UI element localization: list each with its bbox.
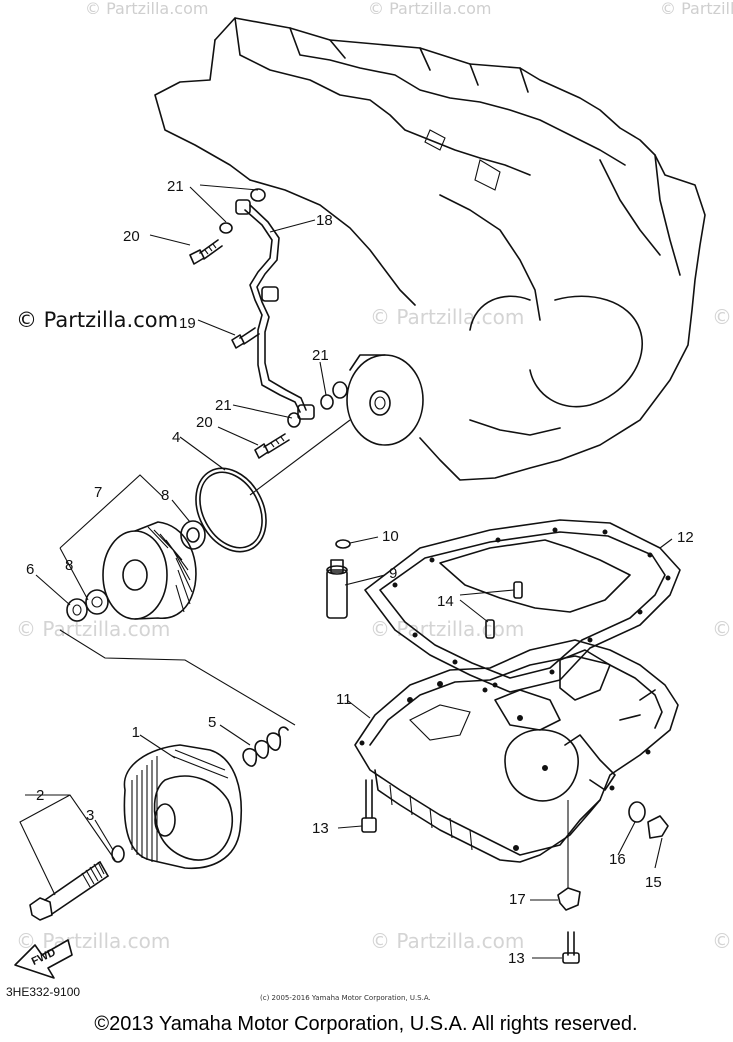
label-3: 3 xyxy=(86,807,94,824)
watermark-mid-5: © Partzilla.com xyxy=(712,617,733,641)
label-18: 18 xyxy=(316,212,333,229)
center-bolt-2 xyxy=(29,845,125,921)
oil-pipe-18 xyxy=(235,199,315,420)
label-6: 6 xyxy=(26,561,34,578)
pan-bolt-holes xyxy=(359,681,651,851)
pipe-9-and-oring-10 xyxy=(326,539,351,619)
watermark-mid-3: © Partzilla.com xyxy=(16,617,170,641)
gasket-bolt-holes xyxy=(392,527,671,688)
watermark-main: © Partzilla.com xyxy=(16,308,178,332)
o-ring-4 xyxy=(195,467,267,553)
label-14: 14 xyxy=(437,593,454,610)
engine-block xyxy=(154,17,706,481)
label-21a: 21 xyxy=(167,178,184,195)
label-10: 10 xyxy=(382,528,399,545)
label-9: 9 xyxy=(389,565,397,582)
leader-lines xyxy=(19,184,673,959)
washers-6-8 xyxy=(66,589,109,622)
washers-and-bolts xyxy=(189,188,348,459)
filter-cover-1 xyxy=(123,744,243,870)
label-13a: 13 xyxy=(312,820,329,837)
oil-filter-element-7 xyxy=(102,520,206,620)
watermark-top-3: © Partzilla.com xyxy=(660,0,733,18)
label-21c: 21 xyxy=(215,397,232,414)
label-17: 17 xyxy=(509,891,526,908)
label-19: 19 xyxy=(179,315,196,332)
label-20a: 20 xyxy=(123,228,140,245)
dashed-alignment-lines xyxy=(59,419,351,726)
watermark-top-2: © Partzilla.com xyxy=(368,0,491,18)
watermarks: © Partzilla.com © Partzilla.com © Partzi… xyxy=(16,0,733,953)
diagram-code: 3HE332-9100 xyxy=(6,985,80,999)
label-21b: 21 xyxy=(312,347,329,364)
label-15: 15 xyxy=(645,874,662,891)
label-20b: 20 xyxy=(196,414,213,431)
oil-pan-gasket-12 xyxy=(364,519,681,693)
label-12: 12 xyxy=(677,529,694,546)
label-4: 4 xyxy=(172,429,180,446)
oil-pan-11 xyxy=(354,639,679,863)
watermark-low-1: © Partzilla.com xyxy=(16,929,170,953)
fwd-arrow: FWD xyxy=(14,939,73,979)
label-7: 7 xyxy=(94,484,102,501)
watermark-low-3: © Partzilla.com xyxy=(712,929,733,953)
watermark-low-2: © Partzilla.com xyxy=(370,929,524,953)
part-labels: 1 2 3 4 5 6 7 8 8 9 10 11 12 13 13 14 15… xyxy=(26,178,694,967)
watermark-mid-4: © Partzilla.com xyxy=(370,617,524,641)
small-copyright: (c) 2005-2016 Yamaha Motor Corporation, … xyxy=(260,994,431,1002)
pan-fasteners xyxy=(361,779,669,964)
label-2: 2 xyxy=(36,787,44,804)
watermark-mid-2: © Partzilla.com xyxy=(712,305,733,329)
watermark-mid-1: © Partzilla.com xyxy=(370,305,524,329)
label-8b: 8 xyxy=(65,557,73,574)
label-8a: 8 xyxy=(161,487,169,504)
spring-5 xyxy=(242,726,289,767)
footer-copyright: ©2013 Yamaha Motor Corporation, U.S.A. A… xyxy=(94,1013,637,1035)
filter-mount-plate xyxy=(346,354,424,446)
label-5: 5 xyxy=(208,714,216,731)
label-1: 1 xyxy=(132,724,140,741)
label-16: 16 xyxy=(609,851,626,868)
label-11: 11 xyxy=(336,691,352,708)
watermark-top-1: © Partzilla.com xyxy=(85,0,208,18)
label-13b: 13 xyxy=(508,950,525,967)
